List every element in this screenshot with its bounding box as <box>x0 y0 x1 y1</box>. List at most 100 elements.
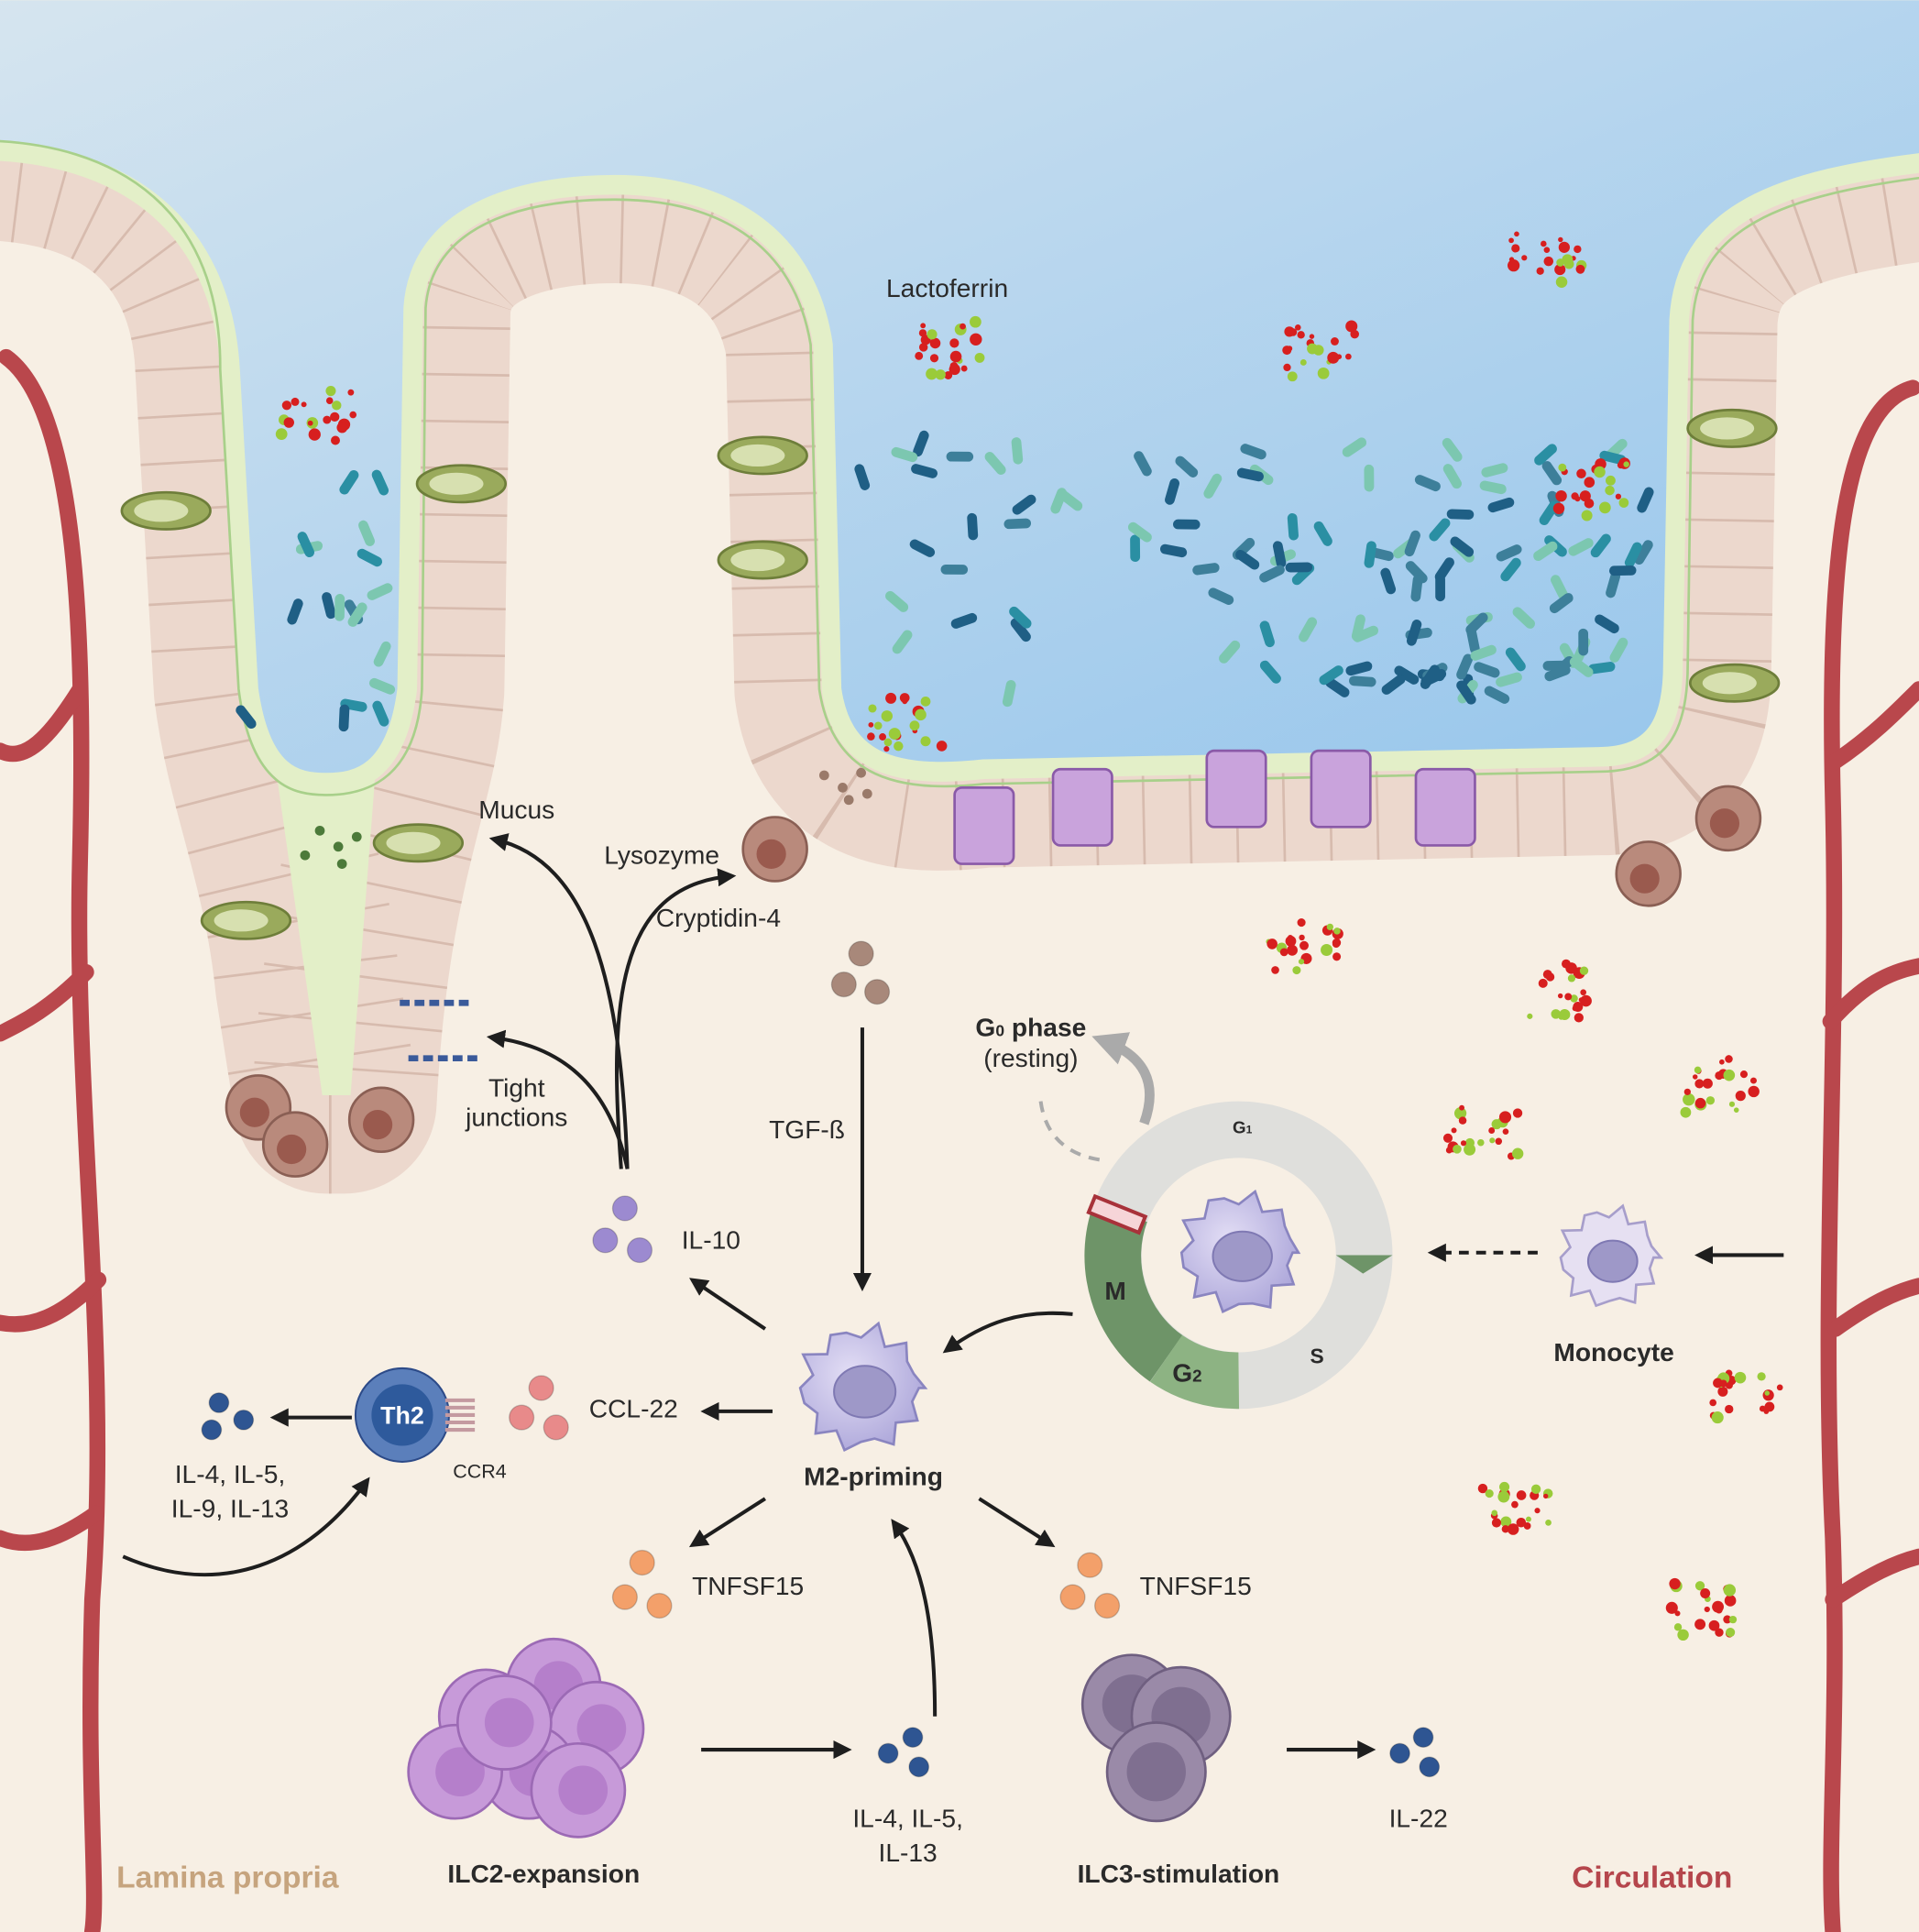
lactoferrin-residue <box>1573 1002 1584 1012</box>
epithelial-cells <box>120 408 1781 1178</box>
checkpoint-marker <box>1086 1193 1148 1235</box>
bacterium-icon <box>1588 662 1616 675</box>
immune-cells <box>407 1189 1664 1839</box>
lactoferrin-residue <box>1562 254 1574 266</box>
bacterium-icon <box>1003 518 1032 530</box>
bacterium-icon <box>1470 644 1497 661</box>
circulation-label: Circulation <box>1572 1861 1732 1894</box>
paneth-cell-nucleus <box>239 1097 269 1127</box>
lactoferrin-residue <box>291 397 300 406</box>
lactoferrin-residue <box>1725 1404 1734 1414</box>
ilc2-cytokine-molecule <box>877 1742 899 1764</box>
lactoferrin-residue <box>1615 493 1622 499</box>
bacterium-icon <box>1568 538 1594 556</box>
bacterium-icon <box>1456 680 1476 705</box>
antimicrobial-granule <box>861 788 872 799</box>
tgf-beta-molecule <box>863 979 891 1005</box>
lactoferrin-residue <box>1715 1070 1724 1081</box>
lactoferrin-residue <box>275 428 288 440</box>
lactoferrin-residue <box>1576 468 1586 479</box>
lactoferrin-residue <box>909 720 920 731</box>
ilc2-cytokines-label-line2: IL-13 <box>879 1838 938 1867</box>
lactoferrin-residue <box>1694 1097 1706 1109</box>
ilc2-expansion-label: ILC2-expansion <box>447 1859 640 1888</box>
mucus-label: Mucus <box>478 795 554 824</box>
arrow-to-th2 <box>122 1476 370 1576</box>
lactoferrin-residue <box>1297 917 1306 928</box>
lactoferrin-icon <box>1680 1055 1760 1118</box>
lactoferrin-residue <box>1719 1379 1727 1388</box>
lactoferrin-residue <box>1501 1525 1509 1533</box>
lactoferrin-residue <box>883 738 893 747</box>
lactoferrin-residue <box>1555 276 1568 288</box>
ccr4-receptor-icon <box>444 1398 476 1433</box>
lactoferrin-residue <box>1287 944 1298 956</box>
bacterium-icon <box>911 464 938 478</box>
bacterium-icon <box>339 470 359 495</box>
lactoferrin-residue <box>918 329 927 337</box>
bacterium-icon <box>1394 665 1420 685</box>
tnfsf15-molecule <box>1093 1592 1121 1619</box>
lactoferrin-residue <box>1299 934 1305 941</box>
lactoferrin-residue <box>1680 1106 1692 1118</box>
cycling-cell-icon-nucleus <box>1212 1230 1273 1282</box>
th2-cell <box>354 1367 476 1463</box>
lactoferrin-residue <box>883 746 890 752</box>
lactoferrin-icon <box>915 315 985 380</box>
il22-molecule <box>1412 1727 1434 1749</box>
bacterium-icon <box>1130 534 1141 563</box>
cycling-cell-icon <box>1179 1189 1301 1314</box>
bacterium-icon <box>1364 464 1375 492</box>
goblet-cell-granules <box>386 831 441 854</box>
lactoferrin-residue <box>1297 331 1305 339</box>
lactoferrin-residue <box>974 352 985 363</box>
ilc3-stimulation-label: ILC3-stimulation <box>1078 1859 1280 1888</box>
g2-phase-arc <box>1149 1334 1240 1410</box>
s-phase-label: S <box>1310 1345 1324 1368</box>
arrow-cycle-to-m2 <box>942 1311 1073 1354</box>
lactoferrin-residue <box>1502 1128 1509 1135</box>
lactoferrin-icon <box>1665 1577 1738 1641</box>
bacterium-icon <box>334 594 345 621</box>
ilc2-cytokine-molecule <box>902 1727 924 1749</box>
lactoferrin-residue <box>1708 1619 1720 1631</box>
il22-molecule <box>1389 1742 1410 1764</box>
lactoferrin-residue <box>1459 1104 1465 1111</box>
mucus-layer <box>0 141 1919 793</box>
bacterium-icon <box>1487 497 1515 513</box>
lactoferrin-residue <box>1723 1584 1737 1597</box>
ilc2-cell-nucleus <box>484 1697 534 1748</box>
bacterium-icon <box>1349 675 1376 687</box>
lactoferrin-residue <box>1499 1481 1510 1492</box>
lactoferrin-residue <box>935 369 946 380</box>
phase-transition-marker <box>1335 1255 1393 1274</box>
bacterium-icon <box>1404 530 1420 557</box>
bacterium-icon <box>1381 674 1406 695</box>
arrow-to-mucus <box>488 833 630 1169</box>
bacterium-icon <box>373 641 391 667</box>
lactoferrin-residue <box>1526 1516 1531 1522</box>
lactoferrin-residue <box>1271 966 1279 974</box>
tuft-cell-icon <box>1205 749 1267 829</box>
lactoferrin-residue <box>1507 259 1520 272</box>
bacterium-icon <box>1606 571 1621 598</box>
lactoferrin-residue <box>1453 1107 1467 1120</box>
lactoferrin-residue <box>960 365 968 372</box>
tuft-cell-icon <box>1051 767 1113 847</box>
lactoferrin-residue <box>1618 498 1629 508</box>
arrow-from-g0-dashed <box>1038 1101 1105 1163</box>
bacterium-icon <box>854 464 871 490</box>
lactoferrin-residue <box>1283 363 1291 372</box>
tnfsf15-molecule <box>629 1549 655 1576</box>
bacterium-icon <box>1549 593 1574 614</box>
ilc2-cytokines-label-line1: IL-4, IL-5, <box>852 1804 963 1833</box>
lactoferrin-residue <box>960 323 966 330</box>
lactoferrin-label: Lactoferrin <box>886 273 1008 302</box>
lactoferrin-icon <box>1552 457 1630 521</box>
bacterium-icon <box>1569 656 1594 677</box>
blood-vessels-left <box>0 348 107 1932</box>
mucus-granule <box>336 859 347 869</box>
lactoferrin-residue <box>1541 240 1547 247</box>
ccl22-molecule <box>528 1375 554 1401</box>
lactoferrin-residue <box>1734 1371 1747 1384</box>
